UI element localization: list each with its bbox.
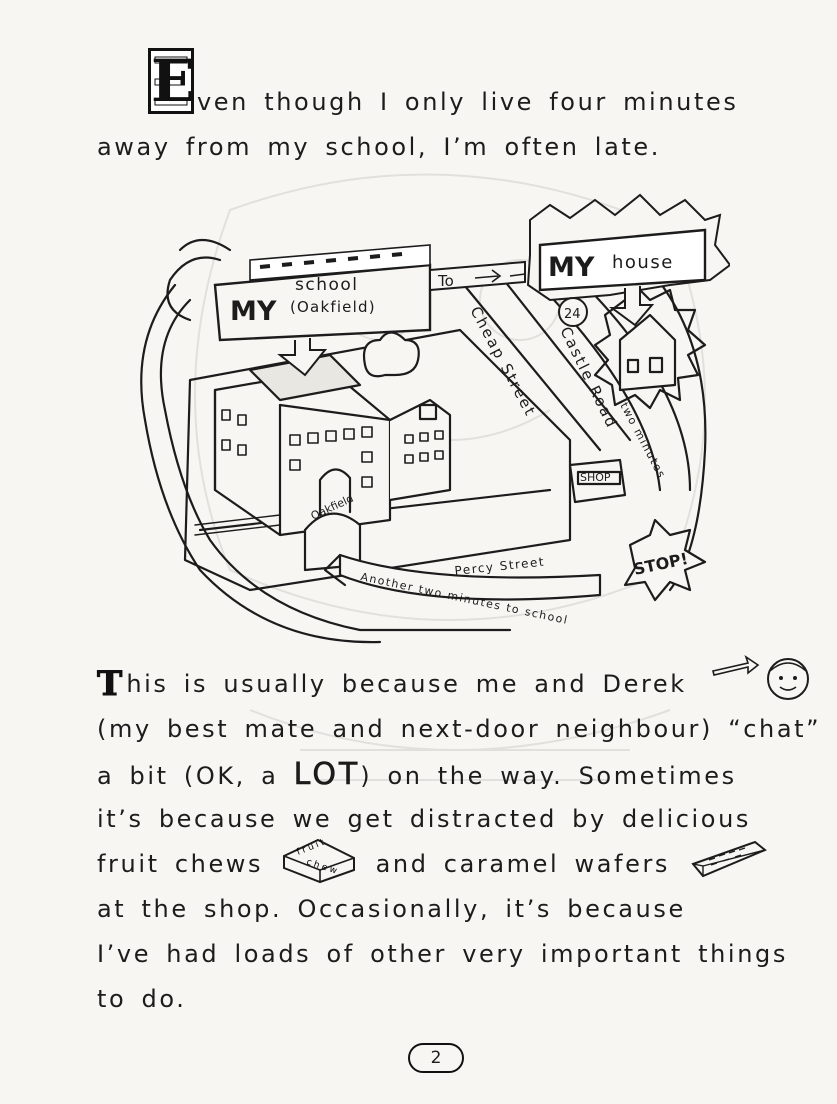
school-label-my: MY (230, 296, 277, 327)
route-map-illustration: MY school (Oakfield) To MY house 24 Chea… (140, 193, 730, 644)
body-line-4: it’s because we get distracted by delici… (97, 805, 752, 833)
house-label-my: MY (548, 252, 595, 283)
cheap-street-label: Cheap Street (466, 303, 539, 419)
body-line-3-a: a bit (OK, a (97, 762, 294, 790)
body-line-8: to do. (97, 985, 187, 1013)
body-line-2: (my best mate and next-door neighbour) “… (97, 715, 822, 743)
body-line-7: I’ve had loads of other very important t… (97, 940, 788, 968)
body-line-5-b: and caramel wafers (375, 850, 671, 878)
intro-paragraph: ven though I only live four minutes away… (97, 80, 777, 170)
percy-street-label: Percy Street (454, 555, 546, 578)
school-label-sign: MY school (Oakfield) (213, 244, 432, 377)
school-label-word: school (295, 275, 359, 295)
body-line-3-b: ) on the way. Sometimes (360, 762, 737, 790)
to-label: To (437, 272, 454, 290)
lot-emphasis: LOT (293, 757, 361, 793)
house-label-sign: MY house (526, 193, 730, 327)
house-label-word: house (612, 252, 674, 273)
shop-sign-label: SHOP (580, 471, 611, 484)
intro-line-1: ven though I only live four minutes (197, 88, 739, 116)
drop-cap-pattern (154, 56, 188, 106)
drop-cap-letter: E (151, 47, 196, 115)
body-line-5: fruit chews fruit chew and caramel wafer… (97, 837, 777, 887)
school-label-name: (Oakfield) (290, 298, 376, 316)
page-number: 2 (408, 1043, 464, 1073)
drop-cap-t: T (96, 664, 123, 705)
drop-cap-e: E (148, 47, 196, 115)
body-line-6: at the shop. Occasionally, it’s because (97, 895, 686, 923)
intro-line-2: away from my school, I’m often late. (97, 133, 661, 161)
caramel-wafer-icon (691, 840, 768, 878)
two-minutes-label: two minutes (617, 400, 668, 481)
derek-face-icon (712, 655, 809, 700)
fruit-chew-box-icon: fruit chew (283, 837, 356, 884)
house-number: 24 (564, 307, 581, 322)
body-line-1-text: his is usually because me and Derek (126, 670, 687, 698)
body-line-5-a: fruit chews (97, 850, 264, 878)
body-line-3: a bit (OK, a LOT) on the way. Sometimes (97, 752, 777, 797)
